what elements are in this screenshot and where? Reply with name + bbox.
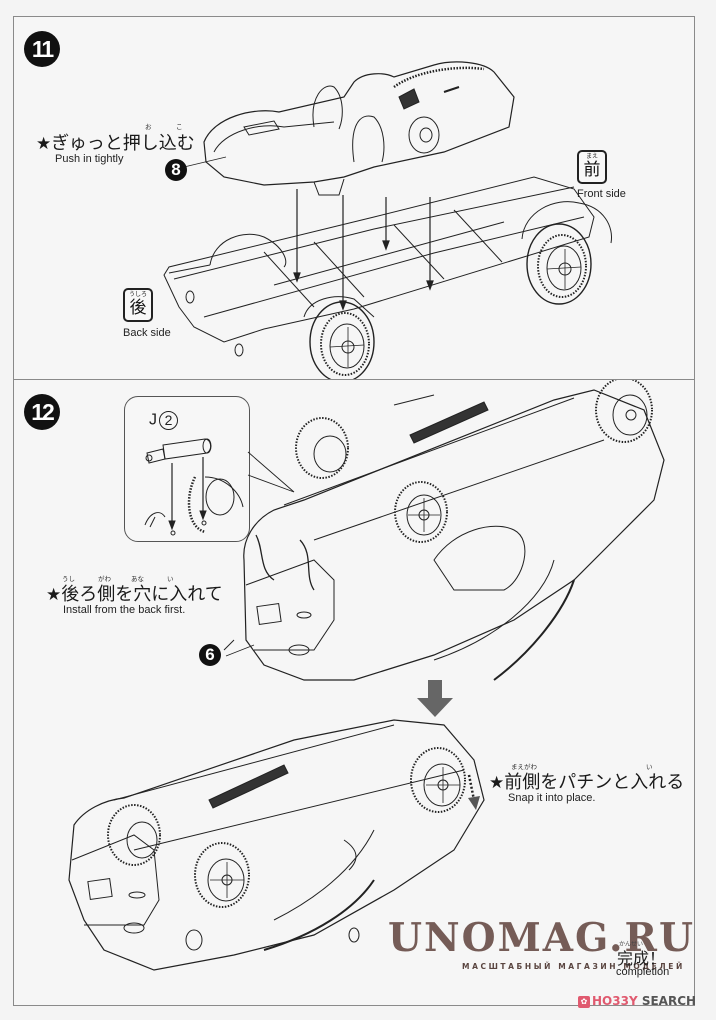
callout-leader xyxy=(183,156,227,168)
front-side-label: Front side xyxy=(577,188,626,200)
furigana: あな xyxy=(131,575,144,583)
car-upside-down-complete xyxy=(68,719,485,971)
furigana: まえがわ xyxy=(511,763,537,771)
star-icon: ★ xyxy=(489,773,505,793)
star-icon: ★ xyxy=(36,134,52,154)
instruction-japanese: ★後ろ側を穴に入れて xyxy=(46,584,223,605)
instruction-english: Snap it into place. xyxy=(508,792,596,804)
aoshima-logo-upper xyxy=(409,401,489,444)
wheel xyxy=(394,481,448,543)
star-icon: ★ xyxy=(46,585,62,605)
back-side-marker: うしろ 後 xyxy=(123,288,153,322)
watermark-title: UNOMAG.RU xyxy=(388,915,695,961)
car-upside-down-partial xyxy=(223,380,665,681)
wheel xyxy=(194,842,250,908)
completion-english: completion xyxy=(616,966,670,978)
wheel xyxy=(107,804,161,866)
down-arrow-icon xyxy=(417,680,453,717)
completion-furigana: かんせい xyxy=(619,941,644,948)
step-11-panel: 11 xyxy=(13,16,695,379)
step-11-illustration xyxy=(163,61,613,379)
hobby-search-logo: ✿HO33Y SEARCH xyxy=(578,994,696,1008)
watermark-subtitle: МАСШТАБНЫЙ МАГАЗИН МОДЕЛЕЙ xyxy=(462,962,685,971)
wheel xyxy=(295,417,349,479)
wheel xyxy=(410,747,466,813)
part-callout-8: 8 xyxy=(165,159,187,181)
furigana: お xyxy=(145,123,152,131)
step-number-badge: 11 xyxy=(24,31,60,67)
completion-japanese: 完成！ xyxy=(617,949,666,968)
chassis-floor xyxy=(163,176,595,343)
wheel xyxy=(595,380,653,443)
snap-arrow-icon xyxy=(467,774,476,801)
back-side-label: Back side xyxy=(123,327,171,339)
step-12-illustration xyxy=(68,380,665,971)
inset-illustration xyxy=(144,438,244,536)
callout-leader xyxy=(225,644,255,657)
furigana: い xyxy=(646,763,653,771)
assembly-arrows xyxy=(293,189,434,311)
furigana: がわ xyxy=(98,575,111,583)
furigana: うし xyxy=(62,575,75,583)
instruction-japanese: ★ぎゅっと押し込む xyxy=(36,133,195,154)
step-number-badge: 12 xyxy=(24,394,60,430)
instruction-japanese: ★前側をパチンと入れる xyxy=(489,772,685,793)
part-callout-6: 6 xyxy=(199,644,221,666)
instruction-english: Push in tightly xyxy=(55,153,124,165)
hobby-search-logo-icon: ✿ xyxy=(578,995,590,1008)
instruction-english: Install from the back first. xyxy=(63,604,186,616)
front-wheel xyxy=(526,223,592,305)
furigana: い xyxy=(167,575,174,583)
interior-tub xyxy=(203,61,515,196)
aoshima-logo-lower xyxy=(208,764,289,809)
furigana: こ xyxy=(176,123,183,131)
rear-wheel xyxy=(309,301,375,379)
front-side-marker: まえ 前 xyxy=(577,150,607,184)
